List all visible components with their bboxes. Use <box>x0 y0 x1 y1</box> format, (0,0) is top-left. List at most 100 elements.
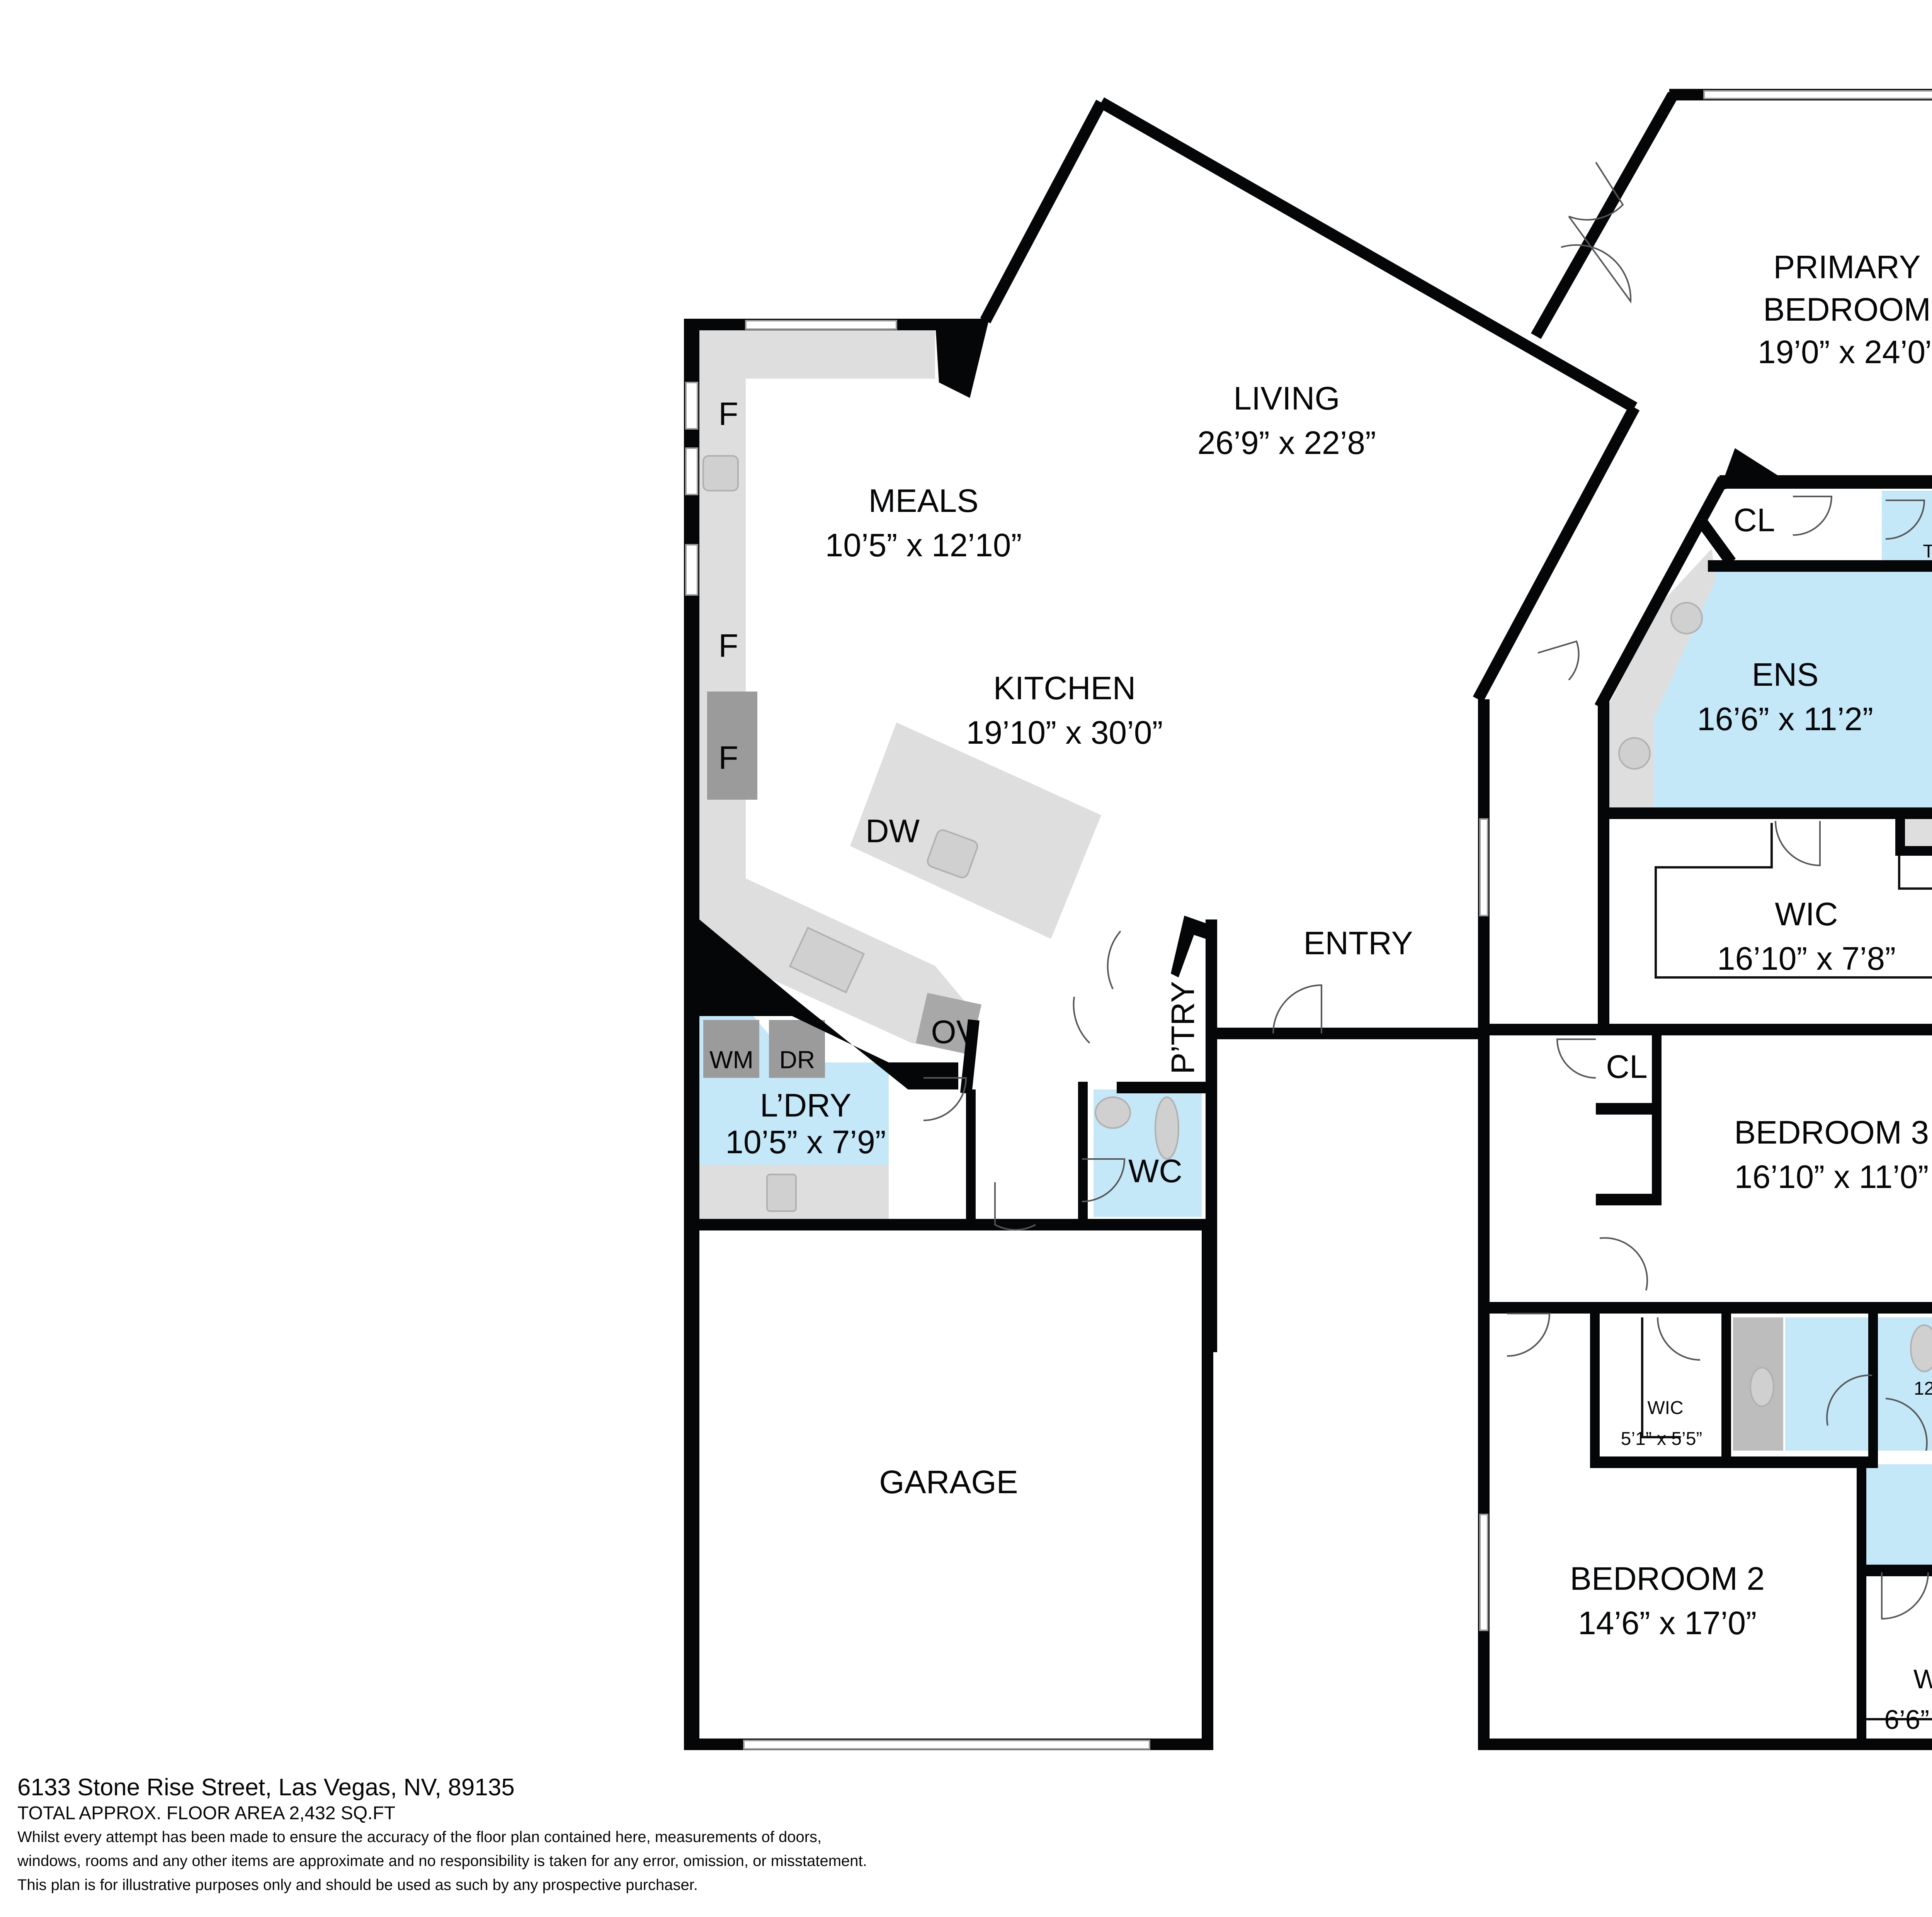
dishwasher-label: DW <box>866 813 920 849</box>
wall-primary-left <box>1531 92 1679 339</box>
bedroom2-label: BEDROOM 2 <box>1570 1560 1765 1597</box>
wall-entry-bottom <box>1213 1028 1484 1039</box>
living-label: LIVING <box>1233 380 1340 416</box>
wall-left-outer <box>684 319 699 1750</box>
ens-label: ENS <box>1752 656 1819 693</box>
wall-bed3-notch <box>1596 1194 1662 1205</box>
washing-machine-label: WM <box>709 1046 753 1074</box>
window-hall-left <box>1479 818 1488 916</box>
door-bath-inner[interactable] <box>1826 1374 1872 1426</box>
wic-primary-label: WIC <box>1775 896 1838 932</box>
wall-cl-bottom <box>1596 1103 1662 1115</box>
dryer <box>769 1020 825 1078</box>
wall-wic-small-right <box>1721 1310 1731 1464</box>
wic-bed2-label: WIC <box>1913 1664 1932 1694</box>
fridge-label-2: F <box>718 627 738 664</box>
door-bath-lower[interactable] <box>1885 1398 1928 1451</box>
cl-primary-label: CL <box>1733 502 1775 538</box>
door-garage-hall[interactable] <box>994 1182 1036 1231</box>
wall-bath-lower-left <box>1857 1464 1866 1750</box>
door-laundry[interactable] <box>923 1077 967 1121</box>
kitchen-sink-icon <box>702 455 739 491</box>
laundry-dims: 10’5” x 7’9” <box>725 1124 886 1160</box>
window-bed2-left <box>1479 1514 1488 1631</box>
wc-label: WC <box>1128 1153 1182 1189</box>
wall-wic-small-left <box>1590 1306 1600 1468</box>
door-pantry[interactable] <box>1107 930 1121 989</box>
wic-primary-shelf <box>1655 823 1932 979</box>
doors <box>923 161 1929 1620</box>
wall-bottom-right <box>1478 1739 1932 1750</box>
wall-wic-bed2-top <box>1857 1565 1932 1576</box>
wall-bed3-bottom <box>1478 1302 1932 1314</box>
laundry-label: L’DRY <box>760 1087 852 1123</box>
ens-dims: 16’6” x 11’2” <box>1697 701 1873 737</box>
wall-toilet-bottom <box>1708 560 1932 572</box>
bath-floor-lower <box>1864 1464 1932 1569</box>
meals-dims: 10’5” x 12’10” <box>825 527 1022 563</box>
washing-machine <box>703 1020 759 1078</box>
bath-dims: 12’2” x 10’2” <box>1914 1378 1932 1399</box>
primary-bedroom-label-2: BEDROOM <box>1763 291 1931 328</box>
wall-bath-divider <box>1868 1310 1878 1468</box>
door-ens-hall[interactable] <box>1537 640 1580 681</box>
door-bedroom2[interactable] <box>1507 1313 1551 1357</box>
living-dims: 26’9” x 22’8” <box>1197 425 1376 461</box>
door-wic-small[interactable] <box>1657 1317 1701 1361</box>
wic-bed2-dims: 6’6” x 6’6” <box>1884 1705 1932 1735</box>
wc-sink-icon <box>1095 1096 1131 1129</box>
appliance-labels: F F F DW OV WM DR <box>709 396 978 1074</box>
window-meals-left-1 <box>685 382 698 430</box>
wall-shower-divider <box>1895 807 1905 850</box>
wall-cl-corner <box>1719 448 1777 491</box>
wall-cl-diag <box>1695 516 1736 566</box>
pantry-label: P’TRY <box>1165 981 1201 1074</box>
wall-kitchen-corner-black <box>699 919 958 1089</box>
window-meals-top <box>745 320 897 330</box>
fridge-label-1: F <box>718 396 738 432</box>
wall-laundry-right <box>966 1089 976 1225</box>
wall-pantry-bottom <box>1117 1082 1217 1093</box>
door-primary-french-2[interactable] <box>1561 216 1632 304</box>
disclaimer-line-1: Whilst every attempt has been made to en… <box>17 1829 822 1846</box>
disclaimer-line-3: This plan is for illustrative purposes o… <box>17 1876 698 1893</box>
ensuite-sink-icon-2 <box>1618 737 1651 770</box>
entry-label: ENTRY <box>1303 925 1413 961</box>
room-labels: LIVING 26’9” x 22’8” PRIMARY BEDROOM 19’… <box>725 249 1932 1735</box>
door-kitchen-hall[interactable] <box>1073 996 1090 1044</box>
wall-ens-diagonal <box>1594 476 1729 710</box>
wall-shower-bottom <box>1895 846 1932 856</box>
wic-small-shelf <box>1641 1317 1681 1438</box>
door-entry[interactable] <box>1272 984 1322 1034</box>
cl-hall-label: CL <box>1606 1049 1647 1085</box>
door-toilet[interactable] <box>1885 500 1925 540</box>
door-bedroom3[interactable] <box>1599 1237 1648 1291</box>
door-cl-hall[interactable] <box>1556 1038 1596 1079</box>
wall-living-right <box>1473 404 1640 702</box>
wall-garage-top <box>684 1219 1217 1230</box>
wall-oven-divider <box>960 1019 980 1094</box>
island-sink-icon <box>927 829 978 879</box>
wall-ens-bottom <box>1598 807 1932 819</box>
wc-toilet-icon <box>1155 1096 1179 1160</box>
window-living-slider-top <box>1196 156 1470 316</box>
wall-wc-left <box>1078 1082 1088 1225</box>
bedroom3-label: BEDROOM 3 <box>1734 1114 1929 1151</box>
closet-outlines <box>1641 823 1932 1720</box>
door-primary-french-1[interactable] <box>1568 161 1624 221</box>
wic-bed2-shelf <box>1866 1718 1932 1720</box>
bath-toilet-icon <box>1910 1324 1932 1372</box>
wall-corner-meals <box>935 319 989 398</box>
primary-bedroom-dims: 19’0” x 24’0” <box>1758 334 1932 370</box>
wic-small-label: WIC <box>1647 1398 1683 1418</box>
door-wic-bed2[interactable] <box>1881 1572 1929 1620</box>
ensuite-sink-icon-1 <box>1670 602 1703 634</box>
door-wic-primary[interactable] <box>1775 821 1821 867</box>
toilet-label: TOILET <box>1923 541 1932 562</box>
door-cl-primary[interactable] <box>1793 496 1833 536</box>
window-meals-left-3 <box>685 544 698 596</box>
bedroom2-dims: 14’6” x 17’0” <box>1578 1605 1757 1641</box>
wall-pantry-top <box>1171 916 1217 977</box>
door-wc[interactable] <box>1082 1158 1126 1202</box>
kitchen-label: KITCHEN <box>993 670 1136 706</box>
